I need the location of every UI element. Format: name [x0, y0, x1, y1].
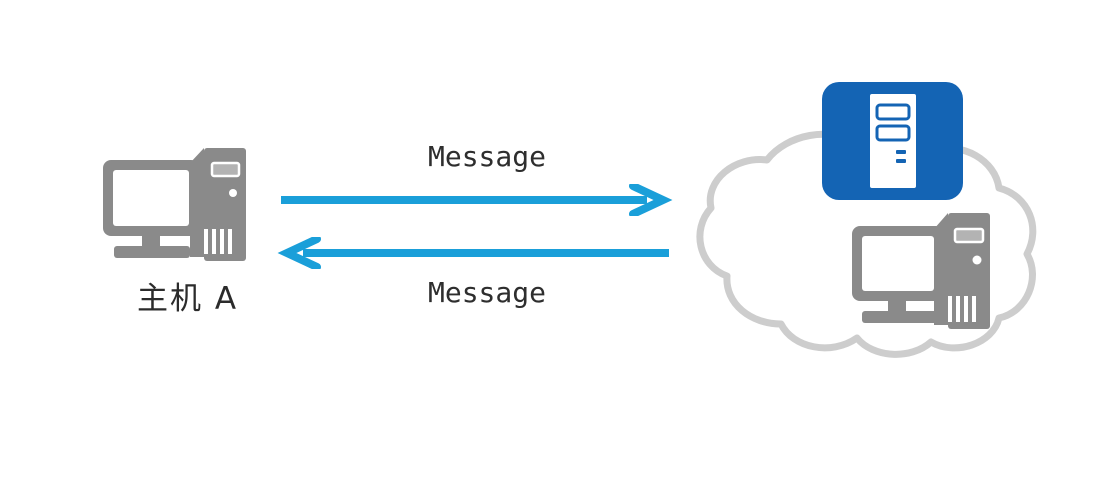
arrow-forward-group: Message — [275, 140, 675, 216]
server-icon — [822, 82, 963, 200]
arrow-reverse-group: Message — [275, 232, 675, 310]
network-cloud-node — [655, 82, 1050, 358]
host-a-node: 主机 A — [100, 145, 280, 325]
cloud-desktop-computer-icon — [852, 213, 990, 329]
arrow-left-icon — [277, 237, 669, 269]
message-label-reverse: Message — [427, 276, 546, 309]
message-label-forward: Message — [427, 140, 546, 173]
desktop-computer-icon — [103, 148, 246, 261]
arrow-right-icon — [281, 184, 673, 216]
host-a-label: 主机 A — [136, 281, 239, 317]
